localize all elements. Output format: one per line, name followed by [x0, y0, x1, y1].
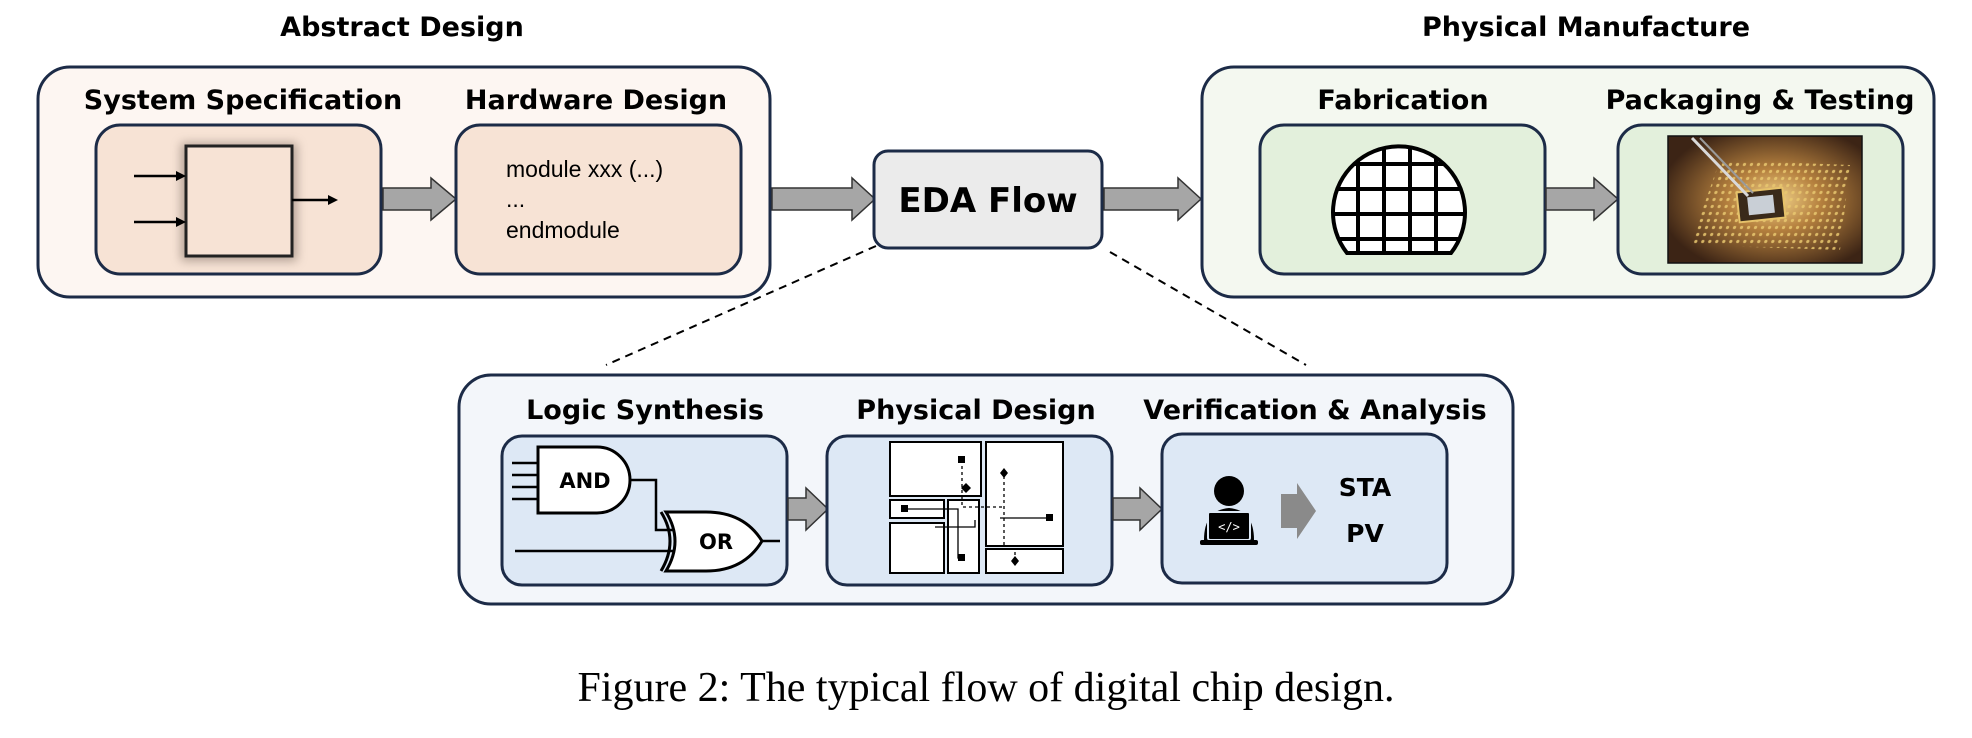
code-line-3: endmodule	[506, 217, 620, 243]
figure-caption: Figure 2: The typical flow of digital ch…	[578, 665, 1395, 711]
block-input-arrowhead-2	[176, 217, 186, 227]
hardware-design-title: Hardware Design	[465, 85, 727, 116]
block-output-arrowhead	[328, 195, 338, 205]
hardware-design-box	[454, 123, 743, 276]
and-to-or-wire	[630, 478, 675, 532]
packaging-testing-title: Packaging & Testing	[1606, 85, 1915, 116]
abstract-to-eda-arrow	[771, 176, 877, 222]
physical-to-verification-arrow	[1112, 486, 1164, 532]
engineer-laptop-icon: </>	[1200, 476, 1258, 545]
fabrication-to-packaging-arrow	[1545, 176, 1620, 222]
abstract-design-title: Abstract Design	[280, 12, 524, 43]
sta-label: STA	[1339, 473, 1392, 502]
code-line-2: ...	[506, 186, 525, 212]
chip-photo	[1667, 135, 1863, 264]
and-gate-label: AND	[559, 469, 610, 493]
pv-label: PV	[1346, 519, 1384, 548]
zoom-line-right	[1109, 251, 1307, 366]
system-specification-title: System Specification	[84, 85, 402, 116]
eda-to-manufacture-arrow	[1103, 176, 1203, 222]
verification-result-arrow	[1281, 483, 1316, 539]
layout-routing-icon	[901, 456, 1053, 566]
eda-flow-label: EDA Flow	[898, 181, 1077, 221]
layout-icon	[889, 441, 1064, 574]
or-gate-icon	[659, 510, 780, 573]
zoom-line-left	[605, 245, 877, 366]
or-gate-label: OR	[699, 530, 733, 554]
logic-to-physical-arrow	[787, 486, 830, 532]
block-symbol	[184, 144, 294, 258]
and-gate-icon	[512, 445, 632, 515]
code-line-1: module xxx (...)	[506, 156, 663, 182]
physical-manufacture-title: Physical Manufacture	[1422, 12, 1750, 43]
logic-synthesis-title: Logic Synthesis	[526, 395, 764, 426]
physical-design-title: Physical Design	[856, 395, 1095, 426]
spec-to-hardware-arrow	[382, 176, 458, 222]
block-input-arrowhead-1	[176, 171, 186, 181]
verification-analysis-title: Verification & Analysis	[1143, 395, 1486, 426]
svg-text:</>: </>	[1218, 520, 1240, 534]
fabrication-title: Fabrication	[1317, 85, 1488, 116]
wafer-icon	[1331, 144, 1467, 255]
eda-flow-box	[872, 149, 1104, 250]
